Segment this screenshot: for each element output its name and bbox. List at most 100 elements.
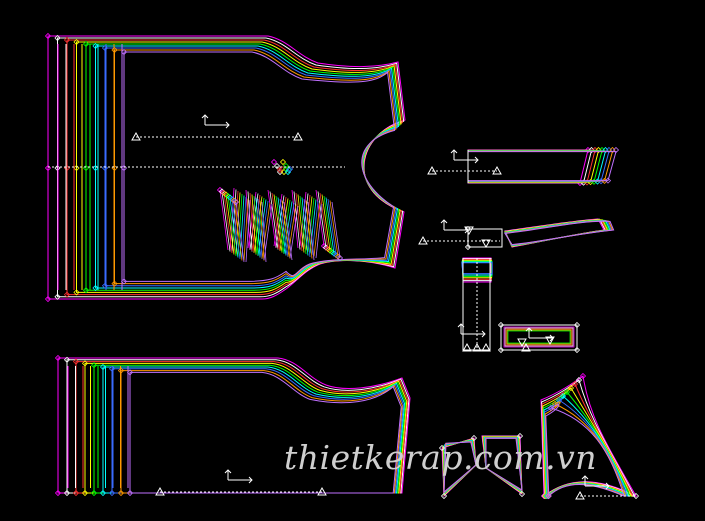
back-outline-size-5: [93, 364, 407, 494]
sleeve-outline: [543, 395, 630, 498]
triangle-marker: [481, 239, 491, 249]
tab-left-outline: [443, 439, 477, 495]
node-marker: [232, 198, 240, 206]
sleeve-outline: [542, 391, 631, 498]
cuff-piece: [461, 257, 493, 351]
grainline-annotations: [48, 114, 636, 500]
tab-left-outline: [441, 437, 477, 498]
node-marker: [336, 254, 344, 262]
tab-right-outline: [485, 437, 523, 491]
node-marker: [440, 492, 448, 500]
tab-right-outline: [483, 436, 523, 493]
triangle-marker: [462, 342, 472, 352]
collar-piece: [467, 146, 620, 187]
node-marker: [54, 293, 61, 300]
node-marker: [545, 492, 552, 500]
axis-arrow-icon: [581, 475, 610, 490]
node-marker: [551, 400, 559, 408]
tab-left-outline: [441, 437, 477, 497]
cuff-outline: [462, 258, 491, 351]
tab-right-outline: [481, 435, 523, 495]
back-outline-size-9: [129, 371, 402, 494]
triangle-marker: [472, 342, 482, 352]
triangle-marker: [427, 165, 437, 175]
collar-outline: [467, 150, 600, 183]
node-marker: [73, 289, 80, 296]
tab-left-outline: [443, 441, 477, 494]
node-marker: [282, 162, 290, 170]
small-detail-pieces: [438, 321, 581, 500]
node-marker: [273, 162, 281, 170]
node-marker: [99, 489, 107, 497]
node-marker: [464, 243, 472, 251]
node-marker: [63, 489, 71, 497]
node-marker: [612, 146, 620, 154]
node-marker: [81, 360, 89, 367]
back-outline-size-7: [111, 368, 404, 494]
triangle-marker: [521, 342, 531, 352]
node-marker: [567, 384, 575, 392]
node-marker: [90, 489, 98, 497]
node-marker: [518, 490, 526, 498]
tab-right-outline: [482, 436, 523, 494]
node-marker: [563, 388, 571, 396]
node-marker: [279, 158, 287, 166]
node-marker: [54, 354, 62, 362]
triangle-marker: [131, 131, 141, 141]
axis-arrow-icon: [440, 219, 469, 234]
band-piece: [464, 218, 615, 251]
node-marker: [604, 177, 612, 184]
pocket-inner: [504, 327, 574, 347]
back-outline-size-6: [102, 366, 406, 494]
front-outline-size-9: [123, 51, 396, 282]
node-marker: [547, 404, 555, 412]
triangle-marker: [517, 338, 527, 348]
pleat-line: [233, 198, 339, 261]
axis-arrow-icon: [457, 323, 486, 338]
tab-left-outline: [443, 440, 477, 494]
node-marker: [72, 358, 80, 365]
node-marker: [438, 444, 446, 452]
node-marker: [126, 489, 134, 497]
back-outline-size-8: [120, 370, 403, 494]
tab-right-outline: [481, 435, 523, 496]
node-marker: [470, 434, 478, 442]
node-marker: [73, 164, 80, 172]
node-marker: [101, 164, 109, 172]
tab-left-outline: [443, 439, 477, 496]
node-marker: [81, 489, 89, 497]
collar-outline: [467, 149, 596, 183]
front-bodice-piece: [44, 32, 406, 303]
collar-outline: [467, 149, 593, 184]
triangle-marker: [575, 490, 585, 500]
node-marker: [92, 42, 99, 50]
node-marker: [63, 36, 71, 44]
node-marker: [82, 40, 90, 48]
node-marker: [54, 34, 61, 42]
triangle-marker: [317, 486, 327, 496]
node-marker: [90, 362, 98, 369]
node-marker: [286, 165, 294, 173]
node-marker: [497, 346, 505, 354]
node-marker: [559, 392, 567, 400]
node-marker: [63, 291, 71, 298]
back-bodice-piece: [54, 354, 411, 497]
axis-arrow-icon: [525, 327, 554, 342]
node-marker: [101, 282, 109, 289]
band-outline: [504, 220, 615, 246]
triangle-marker: [418, 235, 428, 245]
tab-left-outline: [442, 438, 477, 496]
node-marker: [99, 363, 107, 371]
node-marker: [276, 166, 284, 174]
node-marker: [44, 295, 52, 303]
back-outline-size-1: [57, 357, 411, 494]
node-marker: [575, 376, 583, 384]
node-marker: [54, 489, 62, 497]
node-marker: [73, 38, 80, 46]
node-marker: [579, 372, 587, 380]
node-marker: [497, 321, 505, 329]
axis-arrow-icon: [450, 149, 479, 164]
node-marker: [108, 489, 116, 497]
node-marker: [117, 489, 125, 497]
triangle-marker: [293, 131, 303, 141]
